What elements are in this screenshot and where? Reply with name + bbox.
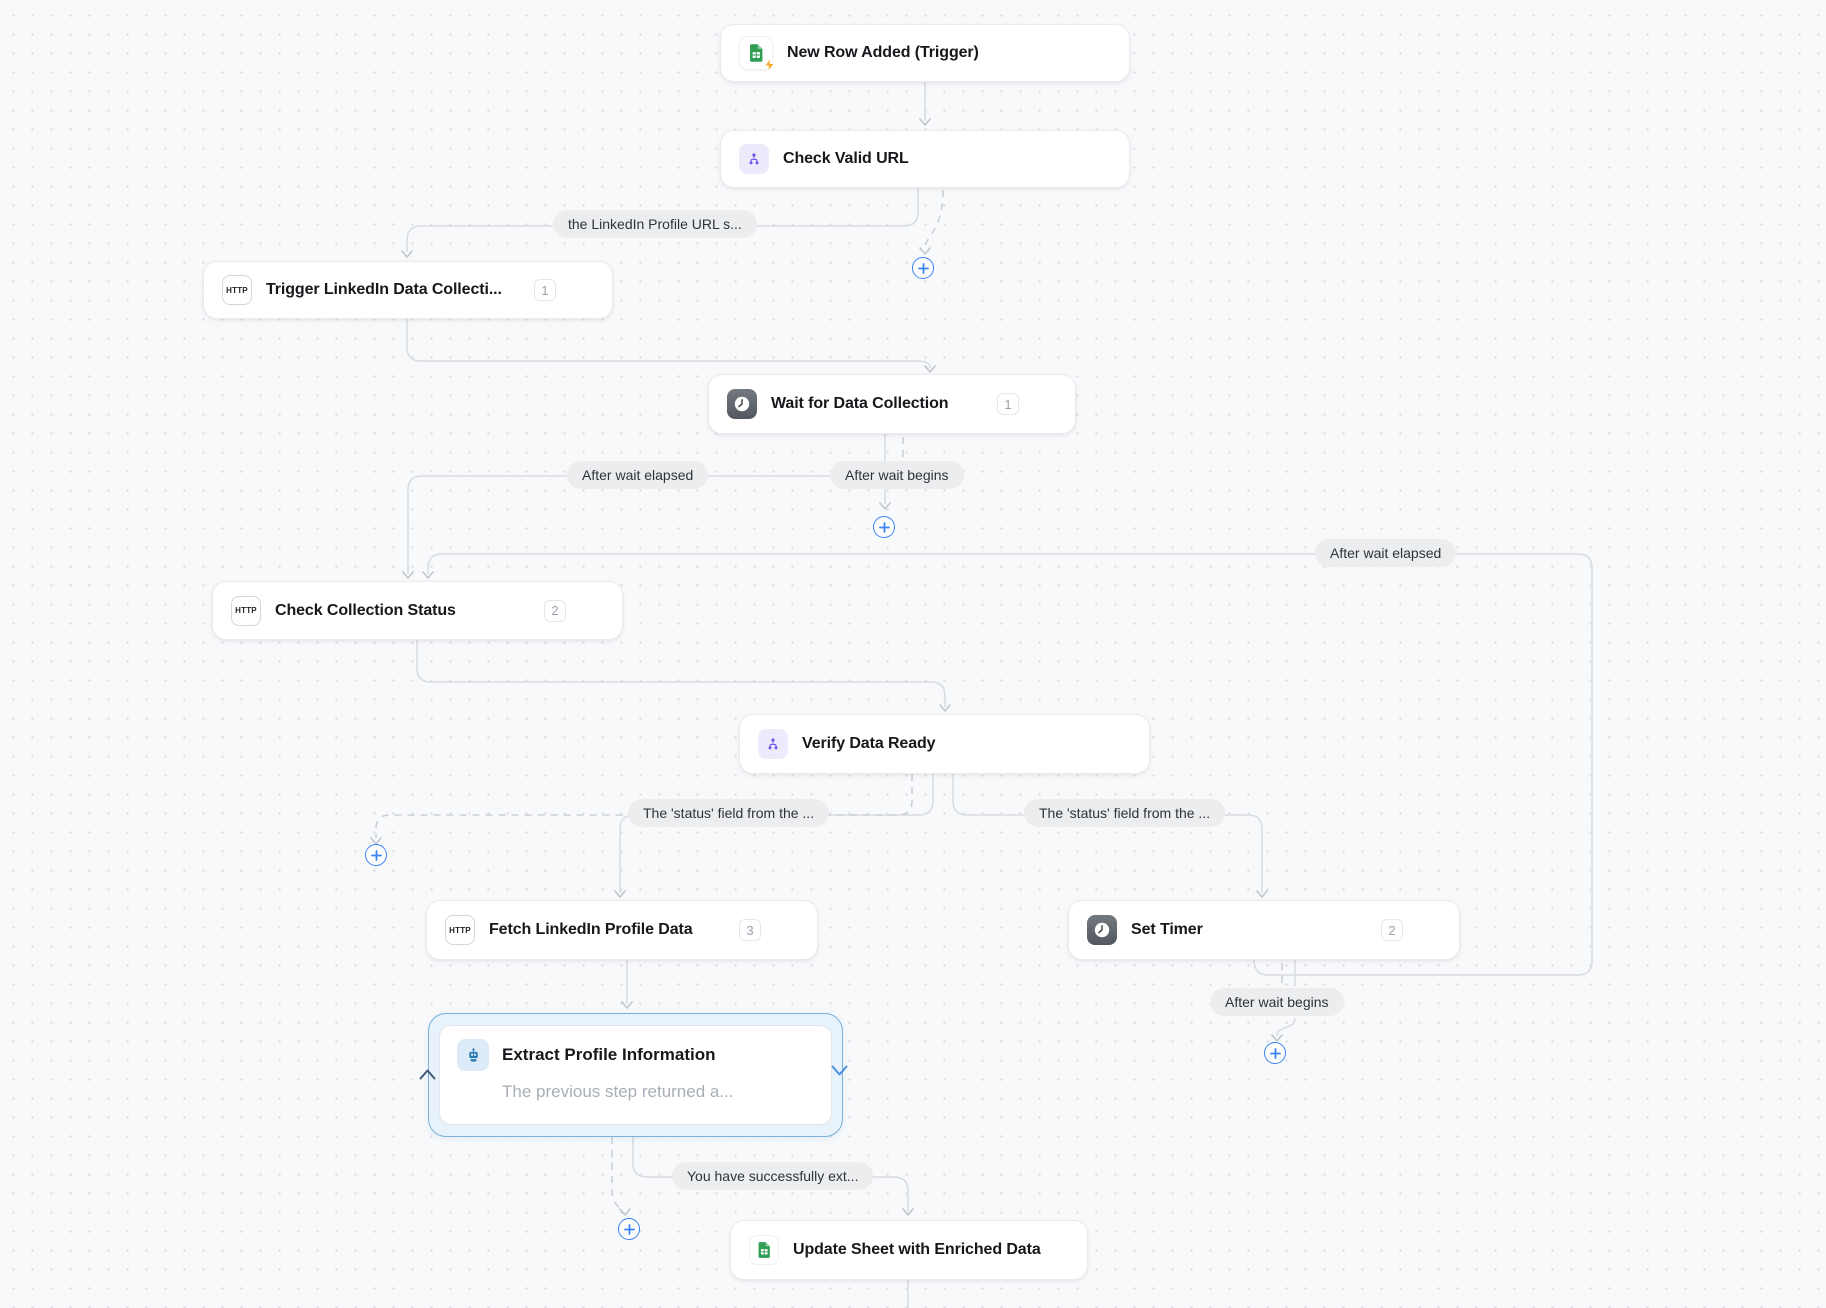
plus-icon xyxy=(1269,1047,1281,1059)
http-icon: HTTP xyxy=(445,915,475,945)
run-count-badge: 3 xyxy=(739,919,761,941)
node-title: Set Timer xyxy=(1131,921,1203,938)
google-sheets-icon xyxy=(749,1235,779,1265)
node-title: Verify Data Ready xyxy=(802,735,936,752)
node-title: Extract Profile Information xyxy=(502,1045,716,1064)
lightning-bolt-icon xyxy=(763,57,776,73)
node-title: New Row Added (Trigger) xyxy=(787,44,979,61)
node-title: Fetch LinkedIn Profile Data xyxy=(489,921,693,938)
edge-label-after-wait-elapsed-right[interactable]: After wait elapsed xyxy=(1315,539,1457,567)
node-extract-profile-selected[interactable]: Extract Profile Information The previous… xyxy=(428,1013,843,1137)
node-check-valid-url[interactable]: Check Valid URL xyxy=(720,130,1130,188)
branch-icon xyxy=(758,729,788,759)
node-title: Check Valid URL xyxy=(783,150,909,167)
node-title: Trigger LinkedIn Data Collecti... xyxy=(266,281,502,298)
node-verify-data-ready[interactable]: Verify Data Ready xyxy=(739,714,1150,774)
chevron-up-icon[interactable] xyxy=(418,1068,437,1081)
run-count-badge: 1 xyxy=(997,393,1019,415)
edge-verify-to-fetch xyxy=(619,774,934,893)
node-update-sheet[interactable]: Update Sheet with Enriched Data xyxy=(730,1220,1088,1280)
node-set-timer[interactable]: Set Timer 2 xyxy=(1068,900,1460,960)
edge-label-linkedin-url[interactable]: the LinkedIn Profile URL s... xyxy=(553,210,757,238)
add-node-button[interactable] xyxy=(873,516,895,538)
run-count-badge: 2 xyxy=(1381,919,1403,941)
plus-icon xyxy=(370,849,382,861)
edge-label-after-wait-begins-mid[interactable]: After wait begins xyxy=(830,461,964,489)
edge-trigger-to-wait xyxy=(406,319,931,368)
node-title: Update Sheet with Enriched Data xyxy=(793,1241,1041,1258)
edge-wait-to-checkstatus xyxy=(407,475,885,574)
edge-label-status-field-left[interactable]: The 'status' field from the ... xyxy=(628,799,830,827)
clock-icon xyxy=(727,389,757,419)
edge-extract-dashed-plus xyxy=(611,1137,625,1210)
edge-settimer-loop-to-checkstatus xyxy=(427,553,1593,976)
node-wait-for-data-collection[interactable]: Wait for Data Collection 1 xyxy=(708,374,1076,434)
plus-icon xyxy=(623,1223,635,1235)
add-node-button[interactable] xyxy=(365,844,387,866)
clock-icon xyxy=(1087,915,1117,945)
extract-profile-card[interactable]: Extract Profile Information The previous… xyxy=(439,1025,832,1125)
edge-label-after-wait-begins-bottom[interactable]: After wait begins xyxy=(1210,988,1344,1016)
edge-checkurl-dashed-plus xyxy=(924,189,944,249)
node-title: Check Collection Status xyxy=(275,601,456,619)
run-count-badge: 1 xyxy=(534,279,556,301)
edge-afterbegins-to-plus xyxy=(1276,1017,1296,1037)
node-new-row-added[interactable]: New Row Added (Trigger) xyxy=(720,24,1130,82)
add-node-button[interactable] xyxy=(618,1218,640,1240)
plus-icon xyxy=(917,262,929,274)
node-subtitle: The previous step returned a... xyxy=(502,1082,734,1101)
http-icon: HTTP xyxy=(231,595,261,626)
plus-icon xyxy=(878,521,890,533)
node-trigger-linkedin-collection[interactable]: HTTP Trigger LinkedIn Data Collecti... 1 xyxy=(203,261,613,319)
edge-verify-to-settimer xyxy=(952,774,1263,893)
google-sheets-trigger-icon xyxy=(739,36,776,73)
edge-label-success-extract[interactable]: You have successfully ext... xyxy=(672,1162,874,1190)
http-icon: HTTP xyxy=(222,275,252,305)
chevron-down-icon[interactable] xyxy=(830,1064,849,1077)
robot-icon xyxy=(457,1039,489,1071)
add-node-button[interactable] xyxy=(912,257,934,279)
add-node-button[interactable] xyxy=(1264,1042,1286,1064)
edge-label-status-field-right[interactable]: The 'status' field from the ... xyxy=(1024,799,1226,827)
node-check-collection-status[interactable]: HTTP Check Collection Status 2 xyxy=(212,581,623,640)
node-title: Wait for Data Collection xyxy=(771,395,949,412)
edge-label-after-wait-elapsed-left[interactable]: After wait elapsed xyxy=(567,461,709,489)
edge-checkstatus-to-verify xyxy=(416,640,946,707)
node-fetch-linkedin-profile[interactable]: HTTP Fetch LinkedIn Profile Data 3 xyxy=(426,900,818,960)
run-count-badge: 2 xyxy=(544,599,566,622)
branch-icon xyxy=(739,144,769,174)
